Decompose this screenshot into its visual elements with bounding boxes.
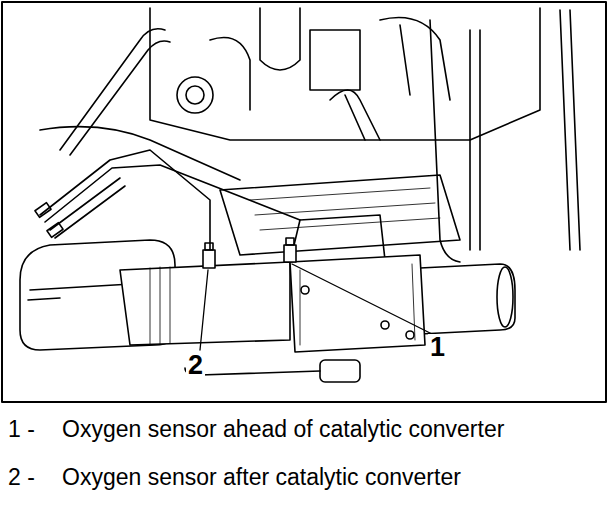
illustration-frame bbox=[2, 2, 606, 402]
canister-line bbox=[185, 368, 320, 375]
engine-block bbox=[150, 8, 540, 140]
key-text: Oxygen sensor ahead of catalytic convert… bbox=[62, 418, 504, 441]
catalytic-converter bbox=[290, 255, 425, 352]
sensor-wire bbox=[50, 178, 125, 238]
heat-shield-ribs bbox=[250, 188, 440, 230]
tube bbox=[560, 10, 580, 250]
oxygen-sensor bbox=[203, 250, 215, 268]
pipe-flex bbox=[150, 267, 170, 344]
pipe-end bbox=[497, 267, 513, 327]
oxygen-sensor bbox=[205, 243, 213, 250]
sensor-wire bbox=[300, 215, 385, 260]
filler-cap bbox=[186, 86, 204, 104]
heat-shield bbox=[220, 175, 460, 255]
exhaust-pipe bbox=[420, 264, 515, 334]
bolt bbox=[381, 321, 389, 329]
engine-part bbox=[380, 18, 450, 101]
connector bbox=[35, 203, 51, 218]
hose bbox=[330, 90, 380, 140]
filler-cap bbox=[177, 77, 213, 113]
leader-line bbox=[200, 270, 208, 350]
key-number: 2 - bbox=[8, 466, 35, 489]
tube bbox=[470, 30, 480, 250]
tube bbox=[40, 127, 240, 180]
bolt bbox=[301, 286, 309, 294]
callout-number: 1 bbox=[428, 334, 447, 361]
intake-part bbox=[260, 8, 300, 70]
leader-line bbox=[292, 264, 432, 334]
canister bbox=[320, 360, 360, 382]
callout-number: 2 bbox=[186, 352, 205, 379]
key-text: Oxygen sensor after catalytic converter bbox=[62, 466, 461, 489]
tube bbox=[60, 29, 170, 155]
engine-part bbox=[210, 30, 360, 110]
bolt bbox=[406, 331, 414, 339]
key-number: 1 - bbox=[8, 418, 35, 441]
connector bbox=[47, 223, 63, 238]
oxygen-sensor bbox=[284, 245, 296, 262]
oxygen-sensor bbox=[286, 238, 294, 245]
